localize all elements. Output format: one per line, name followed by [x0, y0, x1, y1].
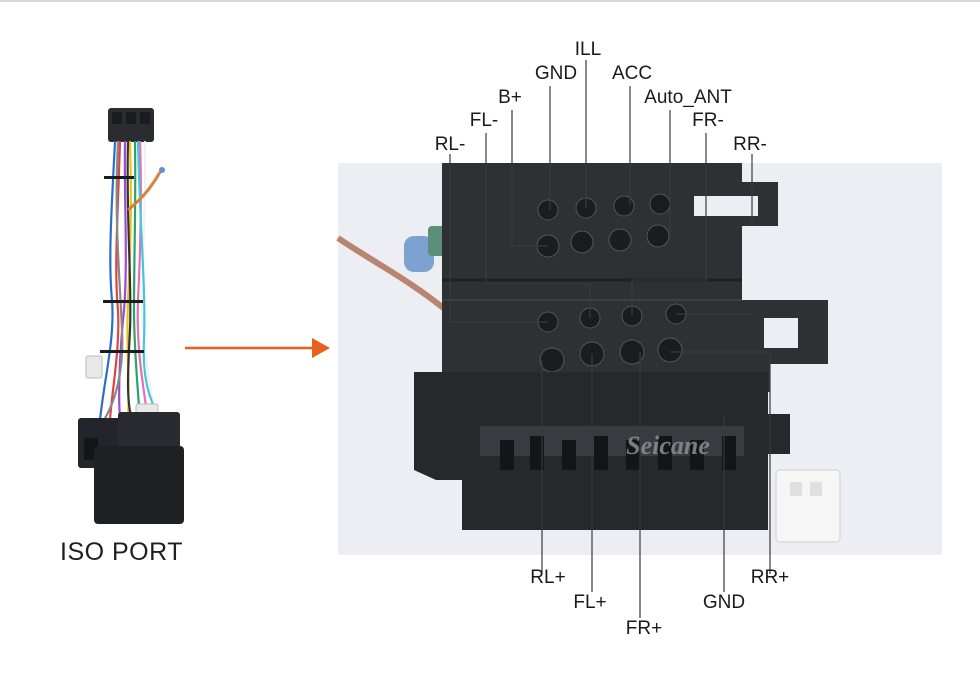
- label-acc: ACC: [612, 63, 652, 84]
- brand-watermark: Seicane: [626, 431, 710, 460]
- label-rr-minus: RR-: [733, 134, 767, 155]
- label-fl-minus: FL-: [470, 110, 499, 131]
- label-rl-plus: RL+: [530, 567, 565, 588]
- label-rl-minus: RL-: [435, 134, 466, 155]
- leader-lines: [449, 60, 771, 618]
- label-rr-plus: RR+: [751, 567, 790, 588]
- wiring-harness-illustration: [78, 108, 184, 524]
- iso-port-caption: ISO PORT: [60, 538, 184, 566]
- label-auto-ant: Auto_ANT: [644, 87, 732, 108]
- arrow-right-icon: [185, 338, 330, 358]
- label-ill: ILL: [575, 39, 601, 60]
- pin-labels: ILL GND ACC B+ Auto_ANT FL- FR- RL- RR- …: [435, 39, 790, 639]
- label-gnd-top: GND: [535, 63, 577, 84]
- label-b-plus: B+: [498, 87, 522, 108]
- label-gnd-bottom: GND: [703, 592, 745, 613]
- label-fr-minus: FR-: [692, 110, 724, 131]
- label-fr-plus: FR+: [626, 618, 662, 639]
- top-divider: [0, 0, 980, 2]
- label-fl-plus: FL+: [573, 592, 606, 613]
